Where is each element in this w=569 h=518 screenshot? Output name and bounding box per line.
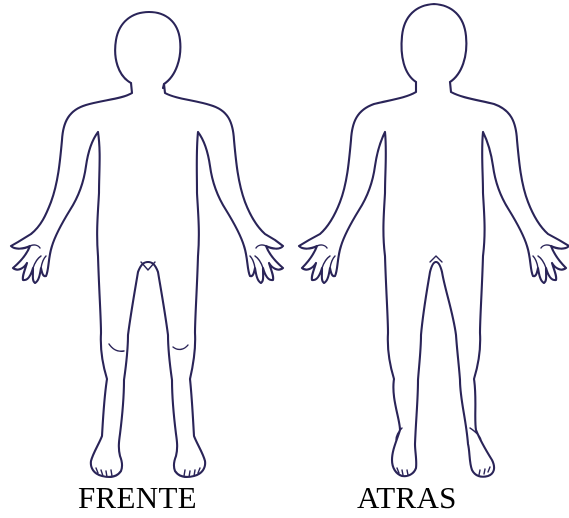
back-body-right-side (436, 82, 569, 477)
front-caption: FRENTE (78, 481, 197, 515)
front-body-figure (11, 12, 283, 477)
front-right-knee-line (173, 345, 188, 349)
front-left-fingers (30, 245, 46, 268)
front-head (115, 12, 180, 88)
front-left-knee-line (109, 344, 124, 351)
back-body-figure (299, 4, 569, 477)
back-caption: ATRAS (357, 481, 457, 515)
front-body-left-side (11, 83, 148, 477)
back-left-fingers (317, 245, 335, 268)
back-body-left-side (299, 82, 436, 476)
back-right-fingers (533, 245, 551, 268)
back-head (402, 4, 467, 82)
front-body-right-side (148, 84, 283, 477)
front-right-fingers (250, 245, 266, 268)
back-right-toes (479, 467, 490, 475)
